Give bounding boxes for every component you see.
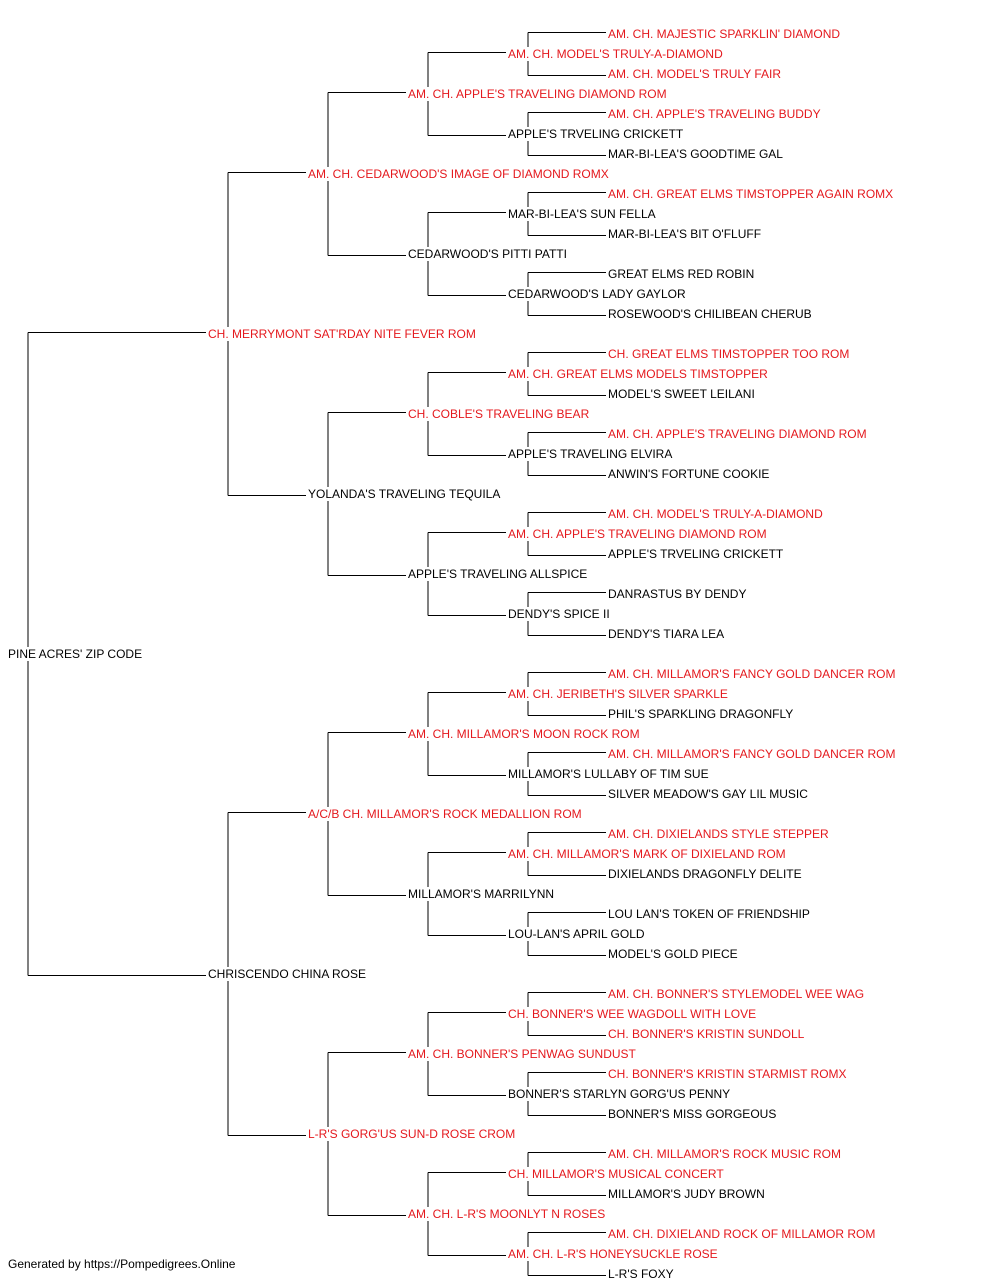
parent-name: CH. MERRYMONT SAT'RDAY NITE FEVER ROM — [208, 327, 476, 341]
ggg-grandparent-name: AM. CH. MILLAMOR'S FANCY GOLD DANCER ROM — [608, 747, 896, 761]
ggg-grandparent-name: DANRASTUS BY DENDY — [608, 587, 747, 601]
ggg-grandparent-name: AM. CH. MILLAMOR'S FANCY GOLD DANCER ROM — [608, 667, 896, 681]
ggg-grandparent-name: AM. CH. MILLAMOR'S ROCK MUSIC ROM — [608, 1147, 841, 1161]
great-grandparent-name: AM. CH. MILLAMOR'S MOON ROCK ROM — [408, 727, 640, 741]
gg-grandparent-name: APPLE'S TRVELING CRICKETT — [508, 127, 684, 141]
ggg-grandparent-name: AM. CH. APPLE'S TRAVELING DIAMOND ROM — [608, 427, 867, 441]
ggg-grandparent-name: AM. CH. BONNER'S STYLEMODEL WEE WAG — [608, 987, 865, 1001]
gg-grandparent-name: AM. CH. APPLE'S TRAVELING DIAMOND ROM — [508, 527, 767, 541]
ggg-grandparent-name: PHIL'S SPARKLING DRAGONFLY — [608, 707, 794, 721]
gg-grandparent-name: AM. CH. L-R'S HONEYSUCKLE ROSE — [508, 1247, 718, 1261]
ggg-grandparent-name: DENDY'S TIARA LEA — [608, 627, 725, 641]
gg-grandparent-name: DENDY'S SPICE II — [508, 607, 610, 621]
gg-grandparent-name: AM. CH. JERIBETH'S SILVER SPARKLE — [508, 687, 728, 701]
parent-name: CHRISCENDO CHINA ROSE — [208, 967, 367, 981]
great-grandparent-name: AM. CH. BONNER'S PENWAG SUNDUST — [408, 1047, 636, 1061]
ggg-grandparent-name: AM. CH. APPLE'S TRAVELING BUDDY — [608, 107, 821, 121]
grandparent-name: AM. CH. CEDARWOOD'S IMAGE OF DIAMOND ROM… — [308, 167, 609, 181]
ggg-grandparent-name: ROSEWOOD'S CHILIBEAN CHERUB — [608, 307, 812, 321]
ggg-grandparent-name: MAR-BI-LEA'S BIT O'FLUFF — [608, 227, 762, 241]
gg-grandparent-name: APPLE'S TRAVELING ELVIRA — [508, 447, 673, 461]
great-grandparent-name: AM. CH. L-R'S MOONLYT N ROSES — [408, 1207, 606, 1221]
gg-grandparent-name: LOU-LAN'S APRIL GOLD — [508, 927, 645, 941]
generated-by-footer: Generated by https://Pompedigrees.Online — [8, 1257, 236, 1271]
ggg-grandparent-name: AM. CH. GREAT ELMS TIMSTOPPER AGAIN ROMX — [608, 187, 894, 201]
gg-grandparent-name: CEDARWOOD'S LADY GAYLOR — [508, 287, 686, 301]
ggg-grandparent-name: AM. CH. MAJESTIC SPARKLIN' DIAMOND — [608, 27, 841, 41]
gg-grandparent-name: MAR-BI-LEA'S SUN FELLA — [508, 207, 656, 221]
ggg-grandparent-name: CH. BONNER'S KRISTIN STARMIST ROMX — [608, 1067, 847, 1081]
gg-grandparent-name: CH. BONNER'S WEE WAGDOLL WITH LOVE — [508, 1007, 757, 1021]
ggg-grandparent-name: APPLE'S TRVELING CRICKETT — [608, 547, 784, 561]
ggg-grandparent-name: AM. CH. DIXIELANDS STYLE STEPPER — [608, 827, 829, 841]
gg-grandparent-name: MILLAMOR'S LULLABY OF TIM SUE — [508, 767, 709, 781]
great-grandparent-name: APPLE'S TRAVELING ALLSPICE — [408, 567, 588, 581]
ggg-grandparent-name: BONNER'S MISS GORGEOUS — [608, 1107, 777, 1121]
grandparent-name: A/C/B CH. MILLAMOR'S ROCK MEDALLION ROM — [308, 807, 582, 821]
gg-grandparent-name: AM. CH. MILLAMOR'S MARK OF DIXIELAND ROM — [508, 847, 786, 861]
gg-grandparent-name: BONNER'S STARLYN GORG'US PENNY — [508, 1087, 731, 1101]
gg-grandparent-name: AM. CH. MODEL'S TRULY-A-DIAMOND — [508, 47, 723, 61]
ggg-grandparent-name: AM. CH. MODEL'S TRULY-A-DIAMOND — [608, 507, 823, 521]
ggg-grandparent-name: MILLAMOR'S JUDY BROWN — [608, 1187, 765, 1201]
ggg-grandparent-name: LOU LAN'S TOKEN OF FRIENDSHIP — [608, 907, 810, 921]
ggg-grandparent-name: AM. CH. MODEL'S TRULY FAIR — [608, 67, 781, 81]
great-grandparent-name: AM. CH. APPLE'S TRAVELING DIAMOND ROM — [408, 87, 667, 101]
ggg-grandparent-name: CH. BONNER'S KRISTIN SUNDOLL — [608, 1027, 805, 1041]
ggg-grandparent-name: SILVER MEADOW'S GAY LIL MUSIC — [608, 787, 808, 801]
great-grandparent-name: MILLAMOR'S MARRILYNN — [408, 887, 555, 901]
grandparent-name: YOLANDA'S TRAVELING TEQUILA — [308, 487, 501, 501]
great-grandparent-name: CH. COBLE'S TRAVELING BEAR — [408, 407, 590, 421]
ggg-grandparent-name: GREAT ELMS RED ROBIN — [608, 267, 755, 281]
subject-name: PINE ACRES' ZIP CODE — [8, 647, 143, 661]
gg-grandparent-name: CH. MILLAMOR'S MUSICAL CONCERT — [508, 1167, 724, 1181]
ggg-grandparent-name: MODEL'S SWEET LEILANI — [608, 387, 755, 401]
ggg-grandparent-name: DIXIELANDS DRAGONFLY DELITE — [608, 867, 802, 881]
grandparent-name: L-R'S GORG'US SUN-D ROSE CROM — [308, 1127, 516, 1141]
ggg-grandparent-name: MODEL'S GOLD PIECE — [608, 947, 738, 961]
ggg-grandparent-name: AM. CH. DIXIELAND ROCK OF MILLAMOR ROM — [608, 1227, 876, 1241]
great-grandparent-name: CEDARWOOD'S PITTI PATTI — [408, 247, 567, 261]
ggg-grandparent-name: L-R'S FOXY — [608, 1267, 674, 1281]
ggg-grandparent-name: CH. GREAT ELMS TIMSTOPPER TOO ROM — [608, 347, 850, 361]
ggg-grandparent-name: MAR-BI-LEA'S GOODTIME GAL — [608, 147, 783, 161]
ggg-grandparent-name: ANWIN'S FORTUNE COOKIE — [608, 467, 770, 481]
gg-grandparent-name: AM. CH. GREAT ELMS MODELS TIMSTOPPER — [508, 367, 768, 381]
